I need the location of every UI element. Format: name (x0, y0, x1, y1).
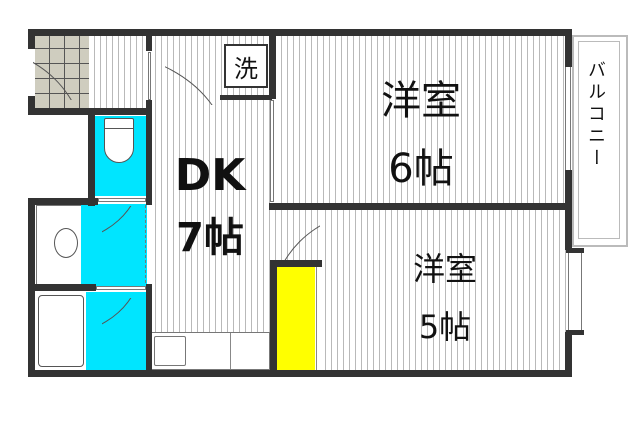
counter-divider (230, 333, 231, 369)
western-room-5-name: 洋室 (412, 250, 477, 288)
wall-left-entrance-lower (28, 96, 35, 114)
dk-size: 7帖 (176, 215, 244, 261)
bathtub-icon (38, 295, 84, 367)
room6-window (565, 66, 571, 172)
western-room-5-floor (320, 210, 568, 370)
western-room-6-size: 6帖 (388, 146, 454, 192)
wall-top (28, 29, 572, 36)
wall-washer-bottom (220, 95, 272, 100)
washer-space: 洗 (224, 44, 268, 88)
wall-right-upper (565, 29, 572, 67)
wall-right-lower (565, 332, 572, 377)
wall-closet-top (270, 260, 322, 267)
washer-label: 洗 (234, 55, 258, 83)
balcony-label: バルコニー (585, 60, 606, 170)
dk-name: DK (174, 150, 246, 201)
room5-window-cap-bottom (566, 330, 584, 335)
dk-door-leaf (148, 52, 151, 100)
kitchen-sink-icon (154, 336, 186, 366)
balcony-inner (578, 41, 620, 239)
room5-window-frame (568, 252, 582, 332)
western-room-5-size: 5帖 (418, 308, 472, 346)
wall-right-mid (565, 170, 572, 250)
wall-dk-room6-top (269, 29, 276, 99)
wall-dk-left-upper (146, 29, 152, 51)
toilet-icon (104, 118, 134, 163)
room6-door-slide (270, 100, 274, 202)
bathroom-door-frame (96, 286, 146, 290)
wall-dk-left-lower (146, 284, 152, 377)
closet (277, 266, 315, 370)
closet-sliding-door (316, 266, 320, 370)
washroom-sliding-door (145, 205, 149, 283)
wall-left-entrance (28, 29, 35, 49)
wall-wash-bath (28, 284, 96, 291)
wall-dk-left-mid (146, 100, 152, 205)
wash-basin-icon (54, 228, 78, 258)
wall-room6-bottom (269, 203, 572, 210)
room5-window-cap-top (566, 248, 584, 253)
entrance-hall-floor (89, 36, 147, 108)
balcony (572, 35, 628, 247)
toilet-tank-line (104, 128, 134, 129)
western-room-6-floor (276, 36, 568, 204)
wall-toilet-left (88, 108, 95, 206)
wall-wet-top (28, 198, 98, 205)
wall-closet-left (270, 260, 277, 377)
wall-bottom (28, 370, 572, 377)
western-room-6-name: 洋室 (381, 78, 461, 124)
toilet-door-frame (98, 198, 146, 202)
